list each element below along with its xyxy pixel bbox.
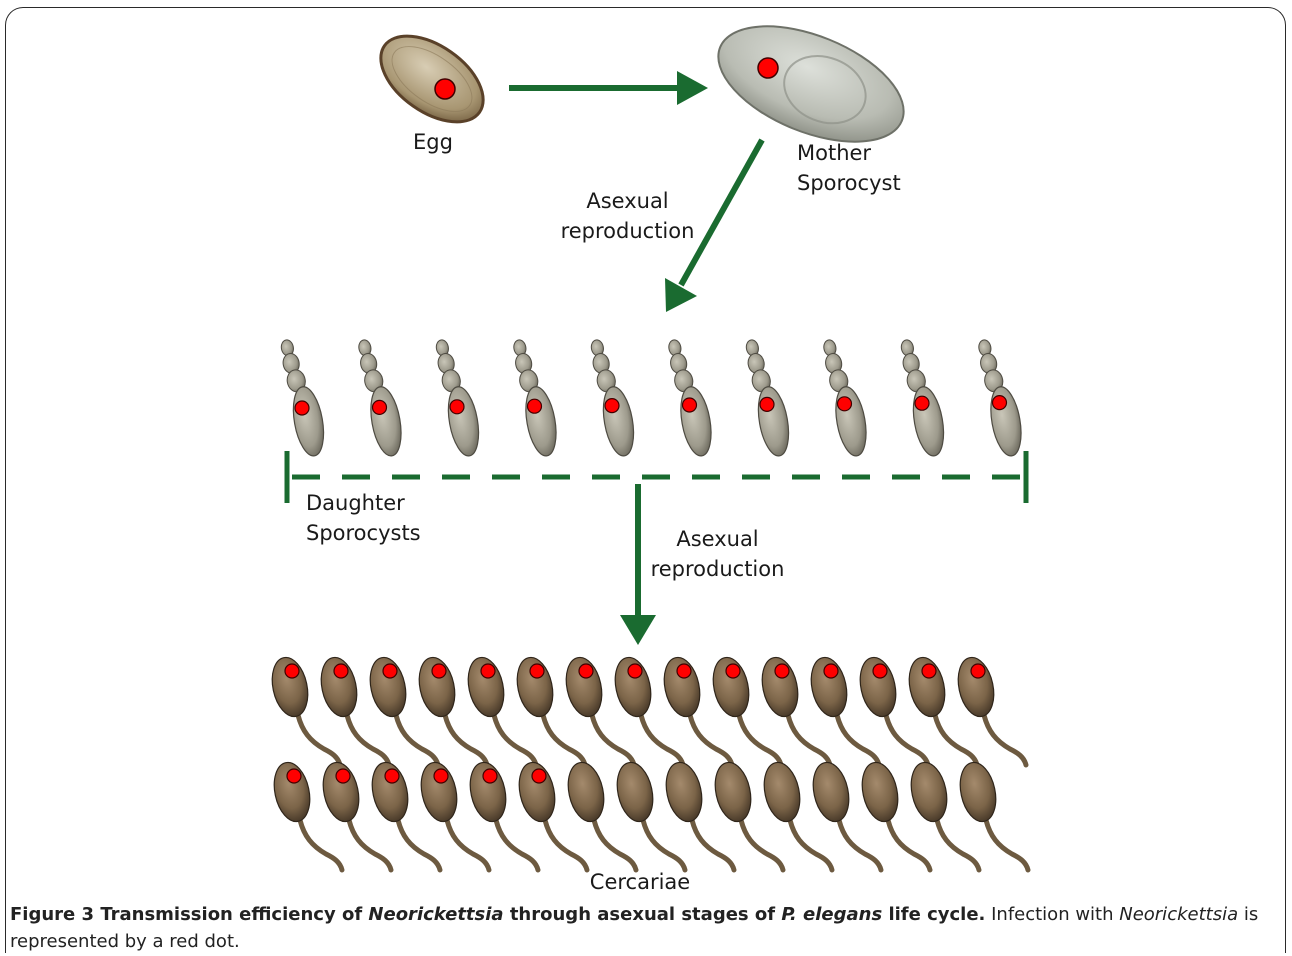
daughter-sporocysts-group [279, 336, 1026, 458]
cercaria-infection-dot [483, 769, 497, 783]
cercaria-infection-dot [334, 664, 348, 678]
daughter-sporocyst [357, 336, 406, 458]
cercaria-infection-dot [481, 664, 495, 678]
daughter-infection-dot [915, 396, 929, 410]
cercaria-infection-dot [726, 664, 740, 678]
figure-caption: Figure 3 Transmission efficiency of Neor… [10, 901, 1282, 955]
daughter-infection-dot [838, 397, 852, 411]
caption-title: Figure 3 Transmission efficiency of Neor… [10, 904, 985, 925]
cercaria-infection-dot [775, 664, 789, 678]
cercaria-infection-dot [287, 769, 301, 783]
cercaria-infection-dot [532, 769, 546, 783]
arrow-egg-to-mother [509, 71, 708, 105]
cercaria-infection-dot [873, 664, 887, 678]
mother-sporocyst-label: Mother Sporocyst [797, 138, 937, 198]
daughter-infection-dot [295, 401, 309, 415]
life-cycle-diagram [0, 0, 1292, 900]
cercaria-infection-dot [432, 664, 446, 678]
egg-organism [366, 19, 499, 140]
daughter-sporocyst [279, 336, 328, 458]
cercaria-infection-dot [285, 664, 299, 678]
cercaria-infection-dot [922, 664, 936, 678]
daughter-infection-dot [993, 396, 1007, 410]
cercaria-infection-dot [383, 664, 397, 678]
daughter-sporocyst [512, 336, 561, 458]
asexual-reproduction-label-2: Asexual reproduction [635, 524, 800, 584]
asexual-reproduction-label-1: Asexual reproduction [545, 186, 710, 246]
daughter-infection-dot [760, 397, 774, 411]
daughter-sporocyst [589, 336, 638, 458]
cercaria-infection-dot [824, 664, 838, 678]
daughter-infection-dot [450, 400, 464, 414]
cercariae-group [267, 654, 1028, 870]
egg-infection-dot [435, 79, 455, 99]
cercaria-infection-dot [628, 664, 642, 678]
daughter-infection-dot [683, 398, 697, 412]
daughter-sporocysts-label: Daughter Sporocysts [306, 488, 456, 548]
cercaria-infection-dot [971, 664, 985, 678]
daughter-sporocyst [434, 336, 483, 458]
daughter-sporocyst [667, 336, 716, 458]
cercaria-infection-dot [530, 664, 544, 678]
daughter-infection-dot [528, 399, 542, 413]
cercaria-infection-dot [677, 664, 691, 678]
cercaria-infection-dot [579, 664, 593, 678]
mother-infection-dot [758, 58, 778, 78]
daughter-infection-dot [605, 399, 619, 413]
cercaria-infection-dot [385, 769, 399, 783]
egg-label: Egg [393, 127, 473, 157]
cercaria-infection-dot [434, 769, 448, 783]
cercaria-infection-dot [336, 769, 350, 783]
daughter-infection-dot [373, 400, 387, 414]
cercariae-label: Cercariae [570, 867, 710, 897]
